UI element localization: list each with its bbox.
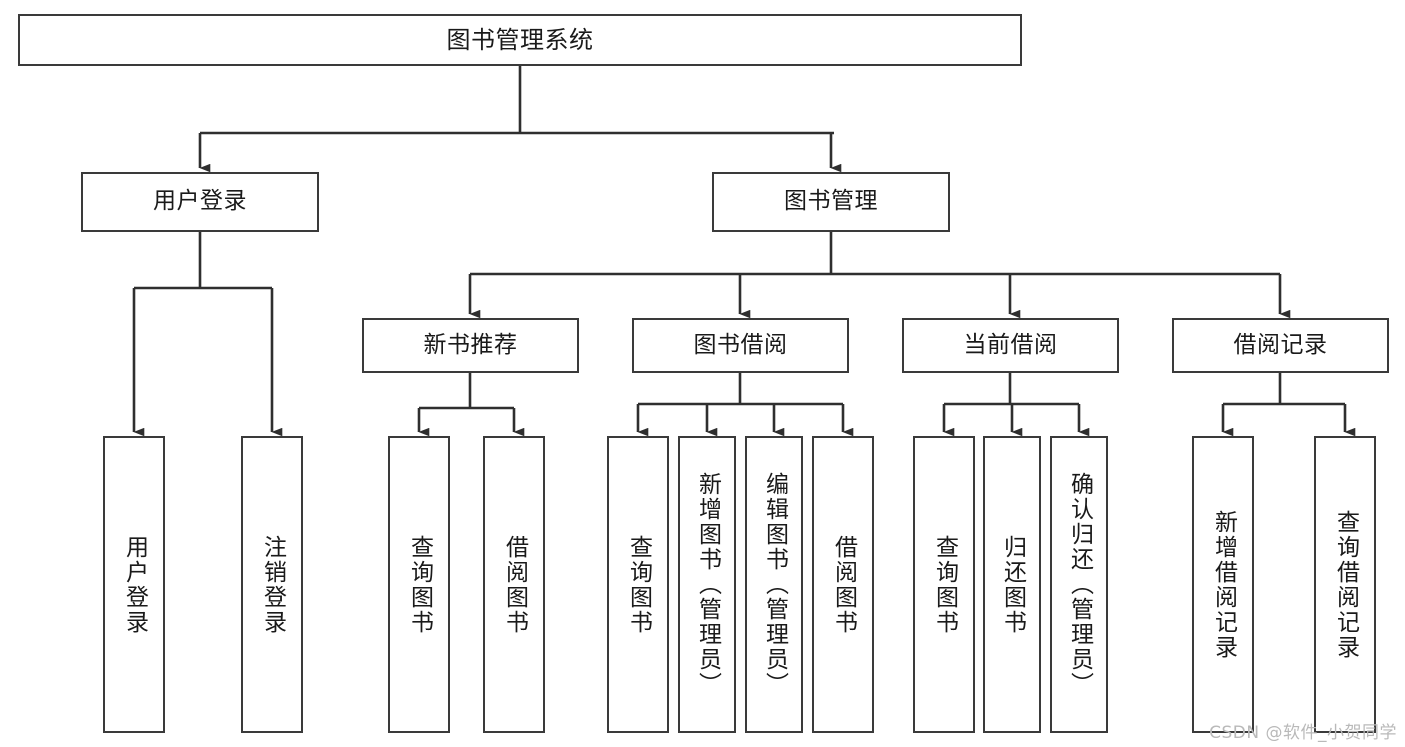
- node-add-book-admin[interactable]: 新增图书（管理员）: [678, 436, 736, 733]
- node-root-label: 图书管理系统: [446, 25, 594, 54]
- node-query-books-2[interactable]: 查询图书: [607, 436, 669, 733]
- node-current-borrow-label: 当前借阅: [963, 331, 1058, 358]
- node-query-borrow-record[interactable]: 查询借阅记录: [1314, 436, 1376, 733]
- node-user-login-do[interactable]: 用户登录: [103, 436, 165, 733]
- node-return-books[interactable]: 归还图书: [983, 436, 1041, 733]
- node-user-logout[interactable]: 注销登录: [241, 436, 303, 733]
- node-new-book-recommend[interactable]: 新书推荐: [362, 318, 579, 373]
- node-query-books-1[interactable]: 查询图书: [388, 436, 450, 733]
- node-edit-book-admin[interactable]: 编辑图书（管理员）: [745, 436, 803, 733]
- node-query-books-3[interactable]: 查询图书: [913, 436, 975, 733]
- node-book-management[interactable]: 图书管理: [712, 172, 950, 232]
- node-book-management-label: 图书管理: [784, 188, 878, 215]
- node-return-books-label: 归还图书: [999, 534, 1026, 635]
- node-current-borrow[interactable]: 当前借阅: [902, 318, 1119, 373]
- node-user-login-do-label: 用户登录: [121, 534, 148, 635]
- node-query-books-2-label: 查询图书: [625, 534, 652, 635]
- node-root[interactable]: 图书管理系统: [18, 14, 1022, 66]
- node-new-book-recommend-label: 新书推荐: [423, 331, 518, 358]
- node-borrow-books-2[interactable]: 借阅图书: [812, 436, 874, 733]
- node-edit-book-admin-label: 编辑图书（管理员）: [761, 472, 788, 697]
- node-confirm-return-label: 确认归还（管理员）: [1066, 472, 1093, 697]
- node-add-borrow-record-label: 新增借阅记录: [1210, 509, 1237, 660]
- node-query-books-3-label: 查询图书: [931, 534, 958, 635]
- node-query-borrow-record-label: 查询借阅记录: [1332, 509, 1359, 660]
- node-borrow-records[interactable]: 借阅记录: [1172, 318, 1389, 373]
- node-borrow-books-2-label: 借阅图书: [830, 534, 857, 635]
- node-borrow-books-1[interactable]: 借阅图书: [483, 436, 545, 733]
- node-borrow-records-label: 借阅记录: [1233, 331, 1328, 358]
- node-user-login-label: 用户登录: [153, 188, 247, 215]
- node-borrow-books-1-label: 借阅图书: [501, 534, 528, 635]
- node-query-books-1-label: 查询图书: [406, 534, 433, 635]
- node-user-login[interactable]: 用户登录: [81, 172, 319, 232]
- node-add-book-admin-label: 新增图书（管理员）: [694, 472, 721, 697]
- watermark-text: CSDN @软件_小贺同学: [1209, 723, 1397, 743]
- node-add-borrow-record[interactable]: 新增借阅记录: [1192, 436, 1254, 733]
- node-book-borrow[interactable]: 图书借阅: [632, 318, 849, 373]
- node-confirm-return[interactable]: 确认归还（管理员）: [1050, 436, 1108, 733]
- node-user-logout-label: 注销登录: [259, 534, 286, 635]
- node-book-borrow-label: 图书借阅: [693, 331, 788, 358]
